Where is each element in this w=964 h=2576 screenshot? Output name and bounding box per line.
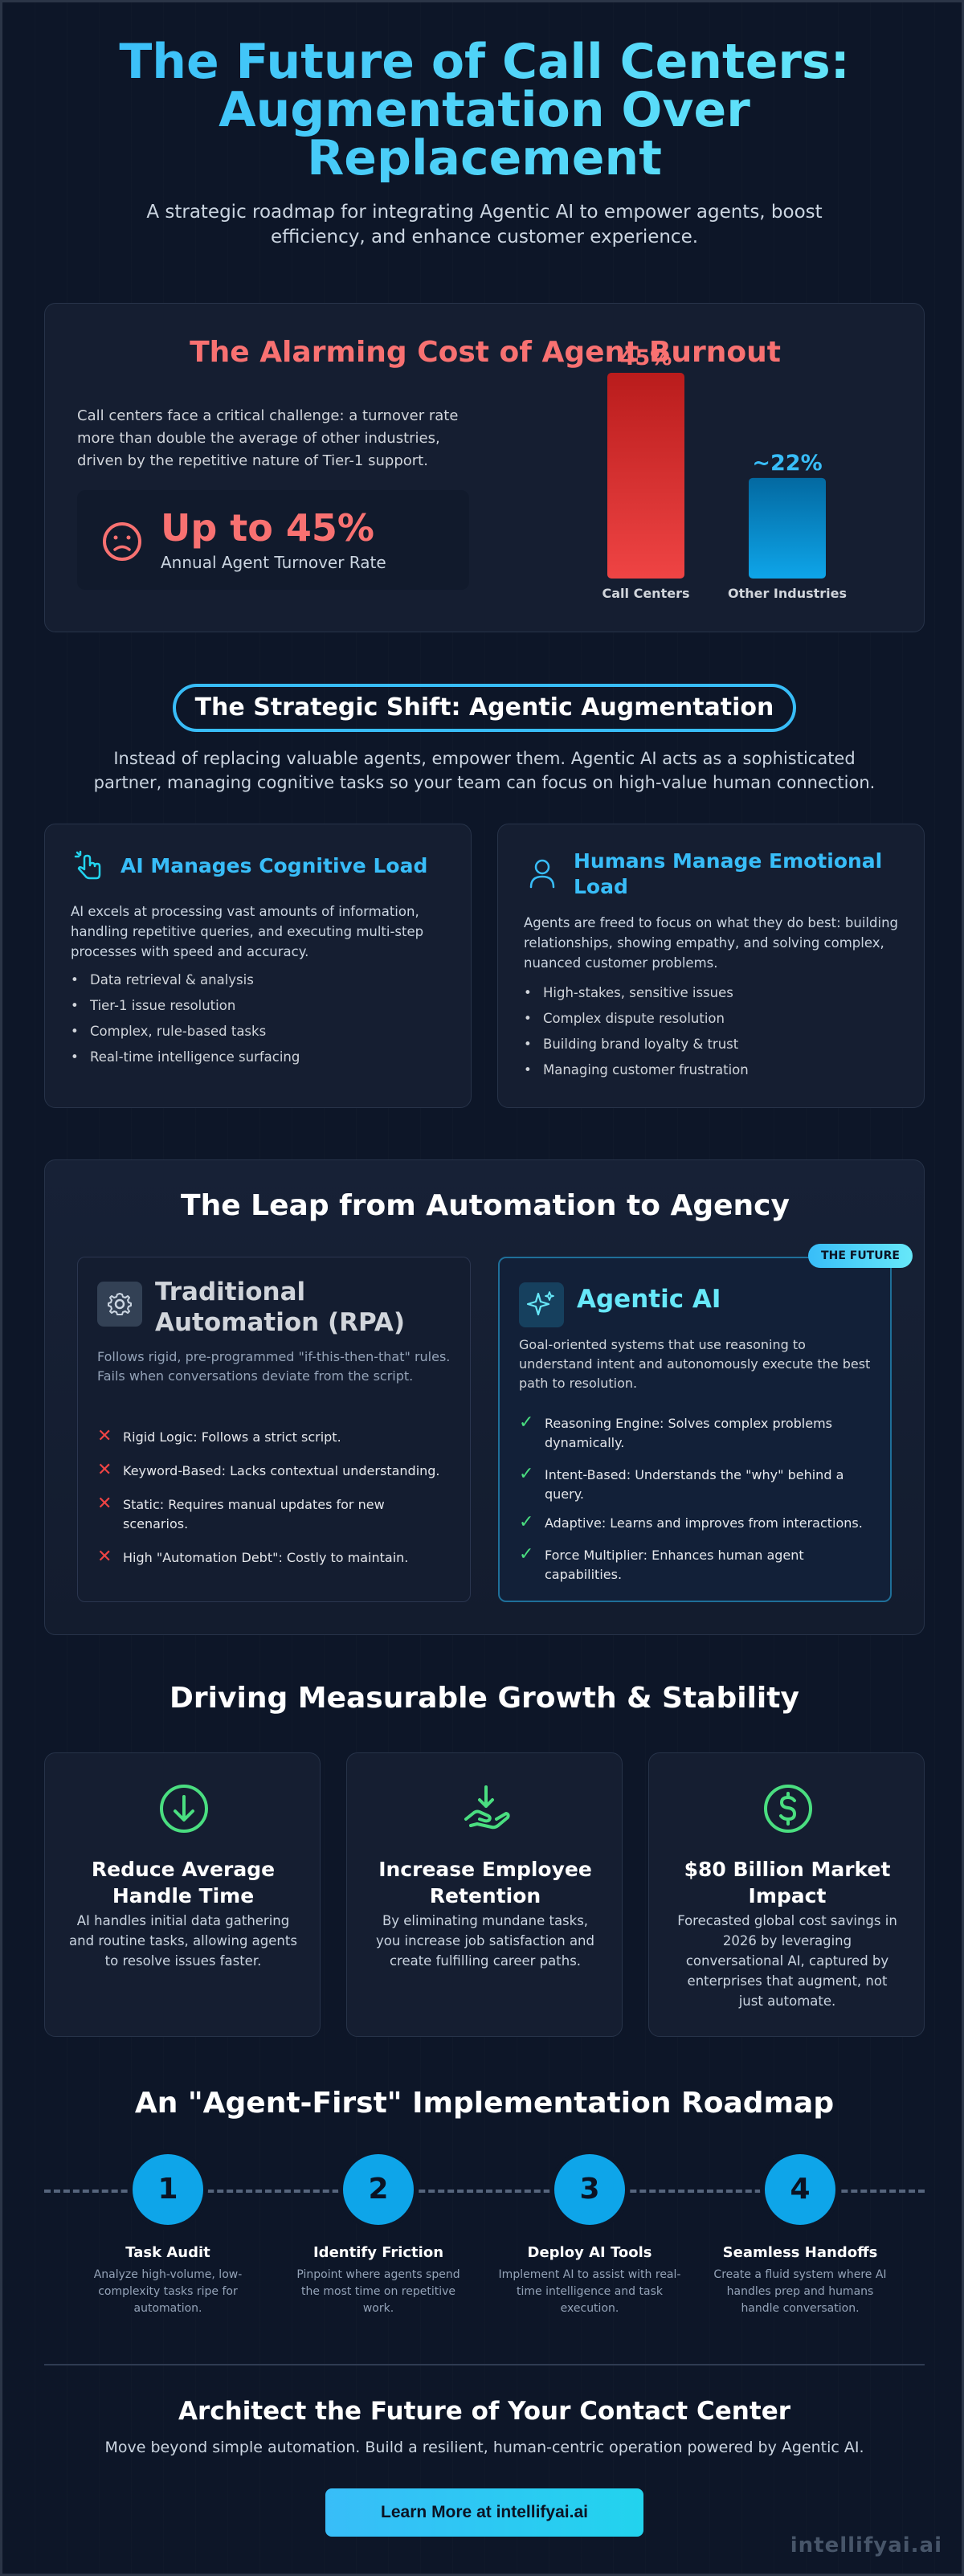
human-card-title: Humans Manage Emotional Load [574, 849, 883, 898]
growth-card-retention: Increase Employee Retention By eliminati… [346, 1752, 623, 2037]
roadmap-title: An "Agent-First" Implementation Roadmap [134, 2087, 835, 2120]
ai-card-title: AI Manages Cognitive Load [120, 854, 428, 877]
strategic-shift-subtitle: Instead of replacing valuable agents, em… [93, 749, 876, 792]
bar-value-label: 45% [620, 346, 672, 370]
list-item: Tier-1 issue resolution [71, 998, 448, 1024]
step-number: 2 [343, 2154, 414, 2225]
hand-receive-icon [464, 1785, 510, 1830]
growth-card-title: $80 Billion Market Impact [684, 1858, 891, 1907]
step-description: Implement AI to assist with real-time in… [498, 2268, 681, 2315]
x-icon: ✕ [97, 1460, 112, 1480]
list-item: Complex, rule-based tasks [71, 1024, 448, 1049]
turnover-stat-label: Annual Agent Turnover Rate [161, 553, 386, 572]
growth-card-title: Reduce Average Handle Time [91, 1858, 276, 1907]
x-icon: ✕ [97, 1426, 112, 1446]
rpa-card: Traditional Automation (RPA) Follows rig… [77, 1257, 471, 1602]
brand-watermark: intellifyai.ai [790, 2533, 942, 2558]
burnout-section: The Alarming Cost of Agent Burnout Call … [44, 303, 925, 632]
step-title: Deploy AI Tools [527, 2244, 652, 2261]
check-icon: ✓ [519, 1544, 534, 1564]
step-title: Task Audit [125, 2244, 210, 2261]
step-title: Seamless Handoffs [722, 2244, 878, 2261]
human-card-list: High-stakes, sensitive issues Complex di… [524, 985, 901, 1088]
bar-2 [749, 477, 826, 579]
rpa-description: Follows rigid, pre-programmed "if-this-t… [97, 1349, 451, 1384]
human-emotional-card: Humans Manage Emotional Load Agents are … [497, 824, 925, 1108]
hand-tap-icon [74, 850, 101, 880]
list-item: Complex dispute resolution [524, 1011, 901, 1037]
sad-face-icon [103, 522, 141, 561]
strategic-shift-pill: The Strategic Shift: Agentic Augmentatio… [173, 684, 796, 732]
burnout-title: The Alarming Cost of Agent Burnout [190, 336, 781, 369]
turnover-stat-box: Up to 45% Annual Agent Turnover Rate [77, 490, 469, 590]
page-subtitle: A strategic roadmap for integrating Agen… [146, 202, 823, 247]
growth-card-description: Forecasted global cost savings in 2026 b… [677, 1913, 897, 2009]
bar-1 [607, 373, 684, 579]
step-number: 4 [765, 2154, 835, 2225]
growth-title: Driving Measurable Growth & Stability [170, 1682, 799, 1715]
check-icon: ✓ [519, 1512, 534, 1532]
growth-card-market-impact: $80 Billion Market Impact Forecasted glo… [648, 1752, 925, 2037]
human-card-description: Agents are freed to focus on what they d… [524, 915, 899, 971]
step-number: 3 [554, 2154, 625, 2225]
x-icon: ✕ [97, 1547, 112, 1567]
x-icon: ✕ [97, 1494, 112, 1514]
leap-title: The Leap from Automation to Agency [181, 1189, 790, 1222]
turnover-bar-chart: 45% Call Centers ~22% Other Industries [602, 346, 848, 601]
step-number: 1 [133, 2154, 203, 2225]
ai-cognitive-card: AI Manages Cognitive Load AI excels at p… [44, 824, 472, 1108]
step-description: Create a fluid system where AI handles p… [713, 2268, 887, 2315]
bar-value-label: ~22% [752, 451, 822, 476]
ai-card-description: AI excels at processing vast amounts of … [71, 904, 424, 959]
sparkles-icon [519, 1282, 564, 1327]
list-item: Data retrieval & analysis [71, 972, 448, 998]
user-icon [529, 859, 555, 889]
step-title: Identify Friction [312, 2244, 444, 2261]
bar-category-label: Call Centers [602, 586, 690, 601]
the-future-badge: THE FUTURE [808, 1244, 913, 1268]
check-icon: ✓ [519, 1413, 534, 1433]
growth-card-description: AI handles initial data gathering and ro… [69, 1913, 297, 1969]
section-divider [44, 2364, 925, 2365]
cta-subtitle: Move beyond simple automation. Build a r… [104, 2439, 864, 2456]
growth-card-description: By eliminating mundane tasks, you increa… [376, 1913, 594, 1969]
turnover-stat-value: Up to 45% [161, 506, 375, 550]
dollar-circle-icon [764, 1785, 812, 1833]
roadmap-timeline [44, 2190, 925, 2193]
agentic-ai-card: Agentic AI Goal-oriented systems that us… [498, 1257, 892, 1602]
list-item: Managing customer frustration [524, 1062, 901, 1088]
arrow-down-circle-icon [160, 1785, 208, 1833]
learn-more-button[interactable]: Learn More at intellifyai.ai [325, 2488, 643, 2537]
cta-title: Architect the Future of Your Contact Cen… [178, 2397, 791, 2426]
burnout-description: Call centers face a critical challenge: … [77, 407, 459, 469]
rpa-title: Traditional Automation (RPA) [155, 1278, 406, 1337]
list-item: High-stakes, sensitive issues [524, 985, 901, 1011]
list-item: Building brand loyalty & trust [524, 1037, 901, 1062]
list-item: Real-time intelligence surfacing [71, 1049, 448, 1075]
page-title: The Future of Call Centers: Augmentation… [67, 38, 902, 182]
growth-card-handle-time: Reduce Average Handle Time AI handles in… [44, 1752, 321, 2037]
agentic-title: Agentic AI [577, 1285, 721, 1314]
gear-icon [97, 1282, 142, 1327]
bar-category-label: Other Industries [728, 586, 847, 601]
step-description: Analyze high-volume, low-complexity task… [93, 2268, 243, 2315]
ai-card-list: Data retrieval & analysis Tier-1 issue r… [71, 972, 448, 1075]
automation-vs-agency-section: The Leap from Automation to Agency Tradi… [44, 1159, 925, 1635]
growth-card-title: Increase Employee Retention [378, 1858, 592, 1907]
agentic-description: Goal-oriented systems that use reasoning… [519, 1337, 871, 1391]
step-description: Pinpoint where agents spend the most tim… [296, 2268, 460, 2315]
check-icon: ✓ [519, 1464, 534, 1484]
